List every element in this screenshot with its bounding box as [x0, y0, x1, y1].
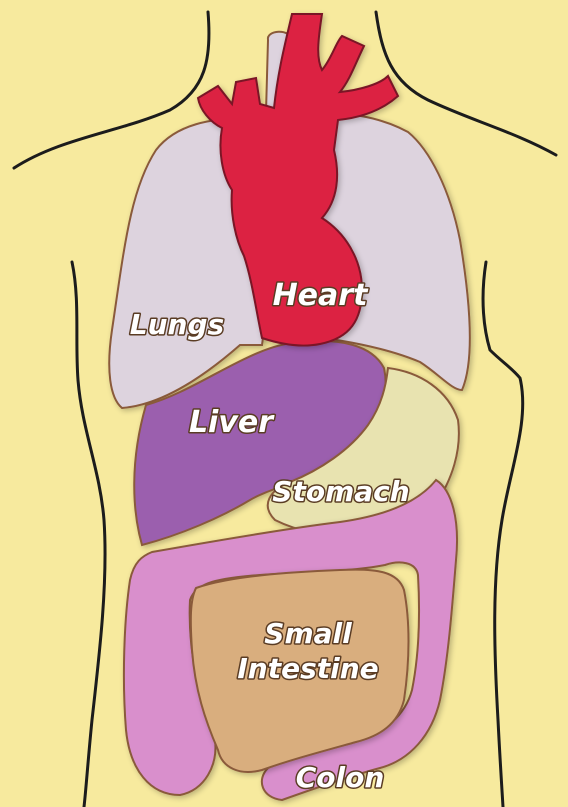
heart-label: Heart	[273, 278, 369, 313]
colon-label: Colon	[296, 761, 385, 794]
stomach-label: Stomach	[272, 475, 409, 508]
liver-label: Liver	[189, 405, 275, 440]
lungs-label: Lungs	[130, 308, 224, 341]
left-torso-line	[72, 262, 105, 807]
right-torso-line	[483, 262, 523, 807]
small-intestine-label-line2: Intestine	[237, 652, 378, 685]
small-intestine-label-line1: Small	[264, 617, 352, 650]
